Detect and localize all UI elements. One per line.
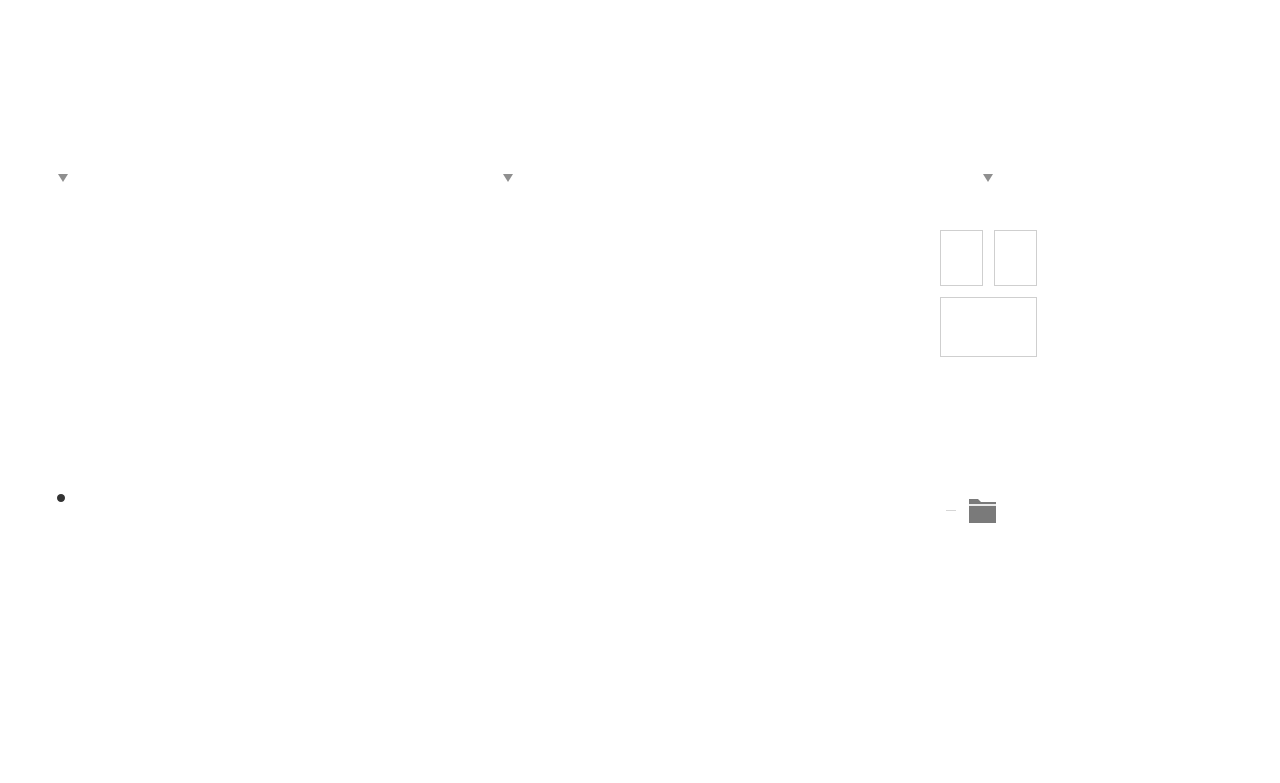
bullet-dot-icon <box>57 494 65 502</box>
layout-cell-top-left[interactable] <box>940 230 983 286</box>
caret-down-icon <box>983 174 993 182</box>
layout-cell-bottom[interactable] <box>940 297 1037 357</box>
dropdown-toggle-middle[interactable] <box>501 172 515 184</box>
caret-down-icon <box>58 174 68 182</box>
folder-icon[interactable] <box>968 497 997 524</box>
caret-down-icon <box>503 174 513 182</box>
layout-cell-top-right[interactable] <box>994 230 1037 286</box>
divider <box>946 510 956 511</box>
layout-picker <box>940 230 1038 358</box>
dropdown-toggle-right[interactable] <box>981 172 995 184</box>
dropdown-toggle-left[interactable] <box>56 172 70 184</box>
